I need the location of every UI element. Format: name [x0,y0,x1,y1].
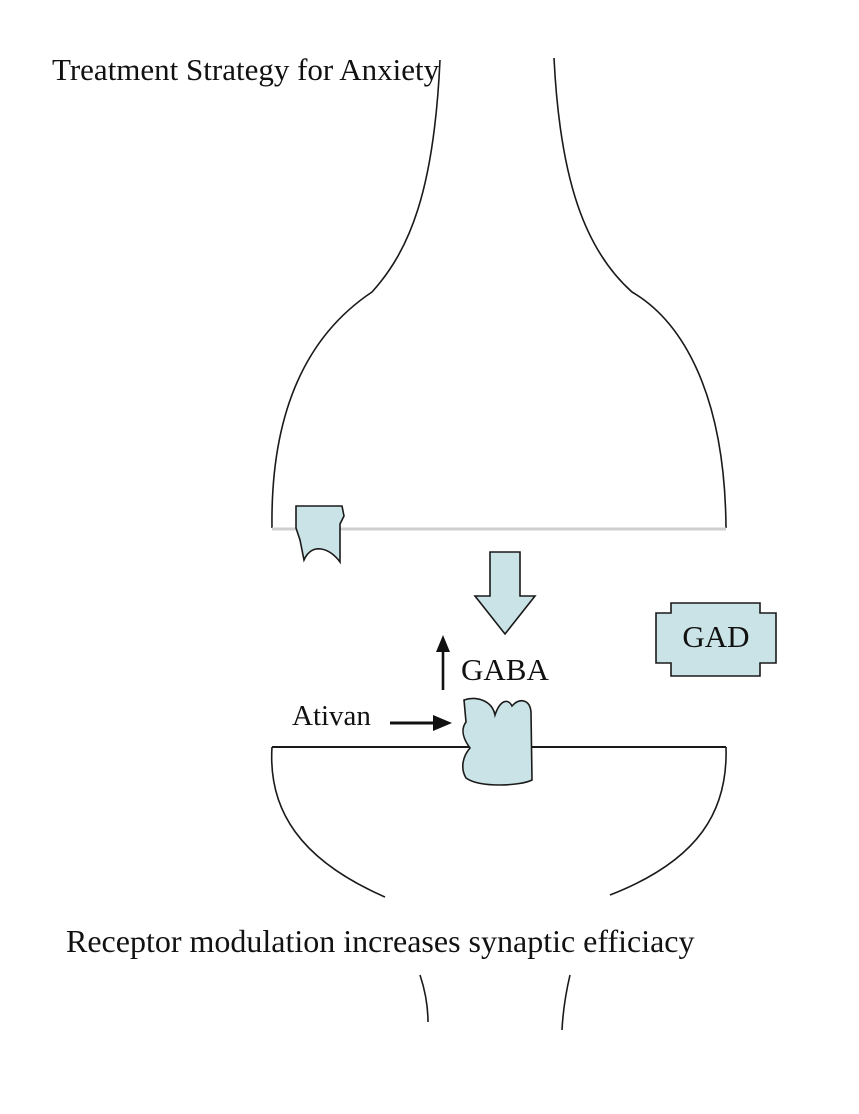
diagram-title: Treatment Strategy for Anxiety [52,52,440,87]
dendrite-left [419,974,429,1023]
postsynaptic-neuron [270,746,386,898]
increase-arrow-head [436,635,450,652]
presynaptic-terminal [271,59,441,529]
presynaptic-receptor [295,505,345,565]
postsynaptic-neuron-right [609,746,727,896]
release-arrow [473,551,537,636]
gaba-label: GABA [461,652,549,687]
presynaptic-terminal-right [553,57,727,529]
diagram-caption: Receptor modulation increases synaptic e… [66,923,695,959]
gaba-receptor [461,697,533,786]
ativan-label: Ativan [292,700,371,732]
ativan-arrow-head [433,715,452,731]
gad-label: GAD [682,619,749,654]
gad-enzyme [655,602,777,677]
dendrite-right [561,974,571,1031]
